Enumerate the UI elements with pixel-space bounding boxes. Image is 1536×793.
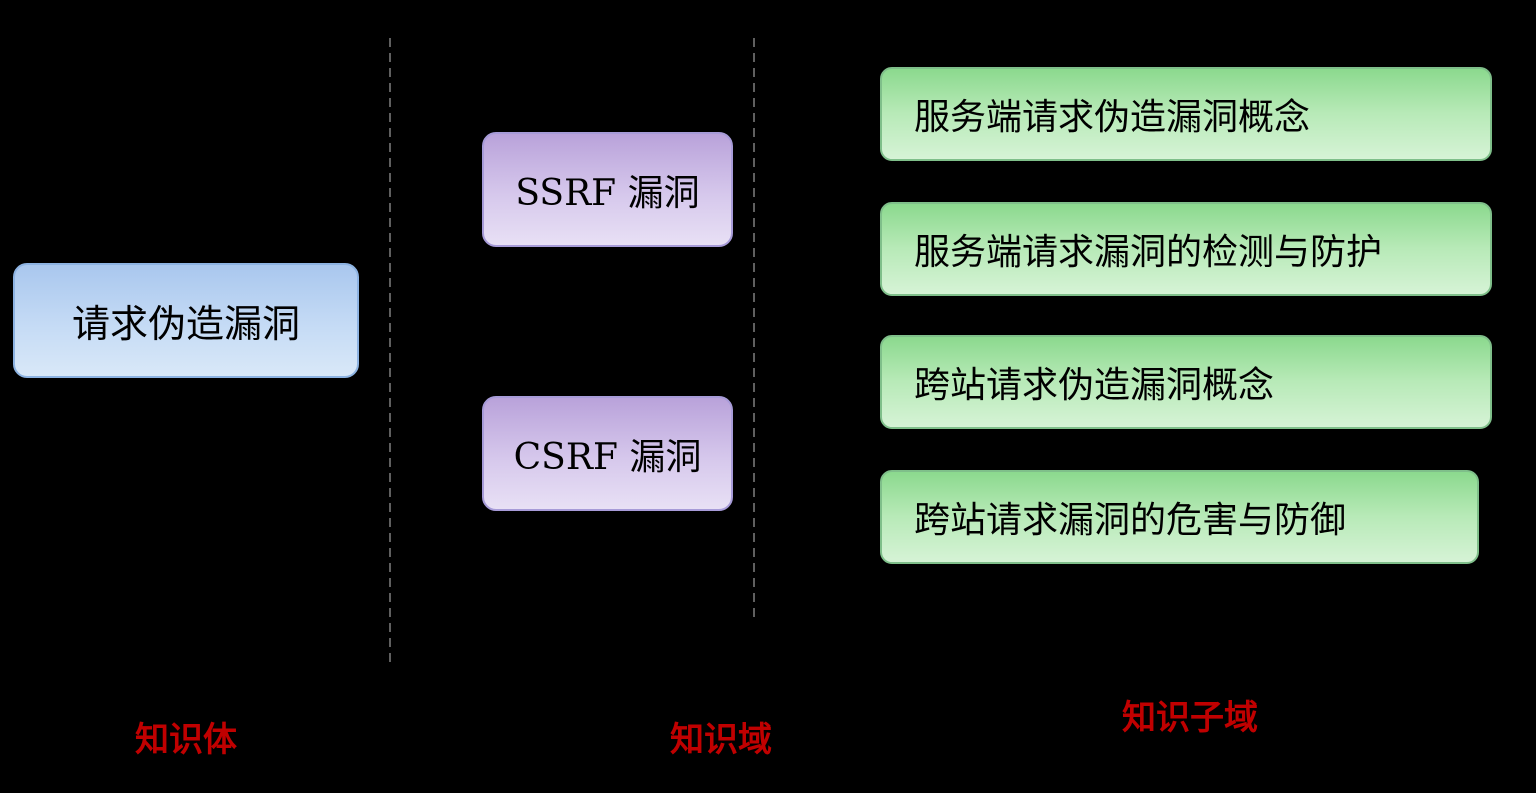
domain-node-csrf: CSRF 漏洞 <box>482 396 733 511</box>
bracket-root-to-domains <box>396 182 484 460</box>
subdomain-node-csrf-concept: 跨站请求伪造漏洞概念 <box>880 335 1492 429</box>
subdomain-node-label: 跨站请求伪造漏洞概念 <box>914 365 1275 406</box>
caption-knowledge-domain: 知识域 <box>670 720 772 760</box>
bracket-ssrf-to-subdomains <box>764 111 864 270</box>
root-node-label: 请求伪造漏洞 <box>71 302 300 346</box>
subdomain-node-ssrf-detection: 服务端请求漏洞的检测与防护 <box>880 202 1492 296</box>
caption-knowledge-body: 知识体 <box>135 720 237 760</box>
domain-node-label: CSRF 漏洞 <box>513 436 702 478</box>
domain-node-ssrf: SSRF 漏洞 <box>482 132 733 247</box>
subdomain-node-label: 服务端请求漏洞的检测与防护 <box>914 232 1383 273</box>
caption-knowledge-subdomain: 知识子域 <box>1122 698 1258 738</box>
root-node: 请求伪造漏洞 <box>13 263 359 378</box>
subdomain-node-label: 服务端请求伪造漏洞概念 <box>914 97 1311 138</box>
subdomain-node-csrf-harm: 跨站请求漏洞的危害与防御 <box>880 470 1479 564</box>
bracket-csrf-to-subdomains <box>786 384 864 527</box>
subdomain-node-label: 跨站请求漏洞的危害与防御 <box>914 500 1347 541</box>
subdomain-node-ssrf-concept: 服务端请求伪造漏洞概念 <box>880 67 1492 161</box>
domain-node-label: SSRF 漏洞 <box>515 172 700 214</box>
